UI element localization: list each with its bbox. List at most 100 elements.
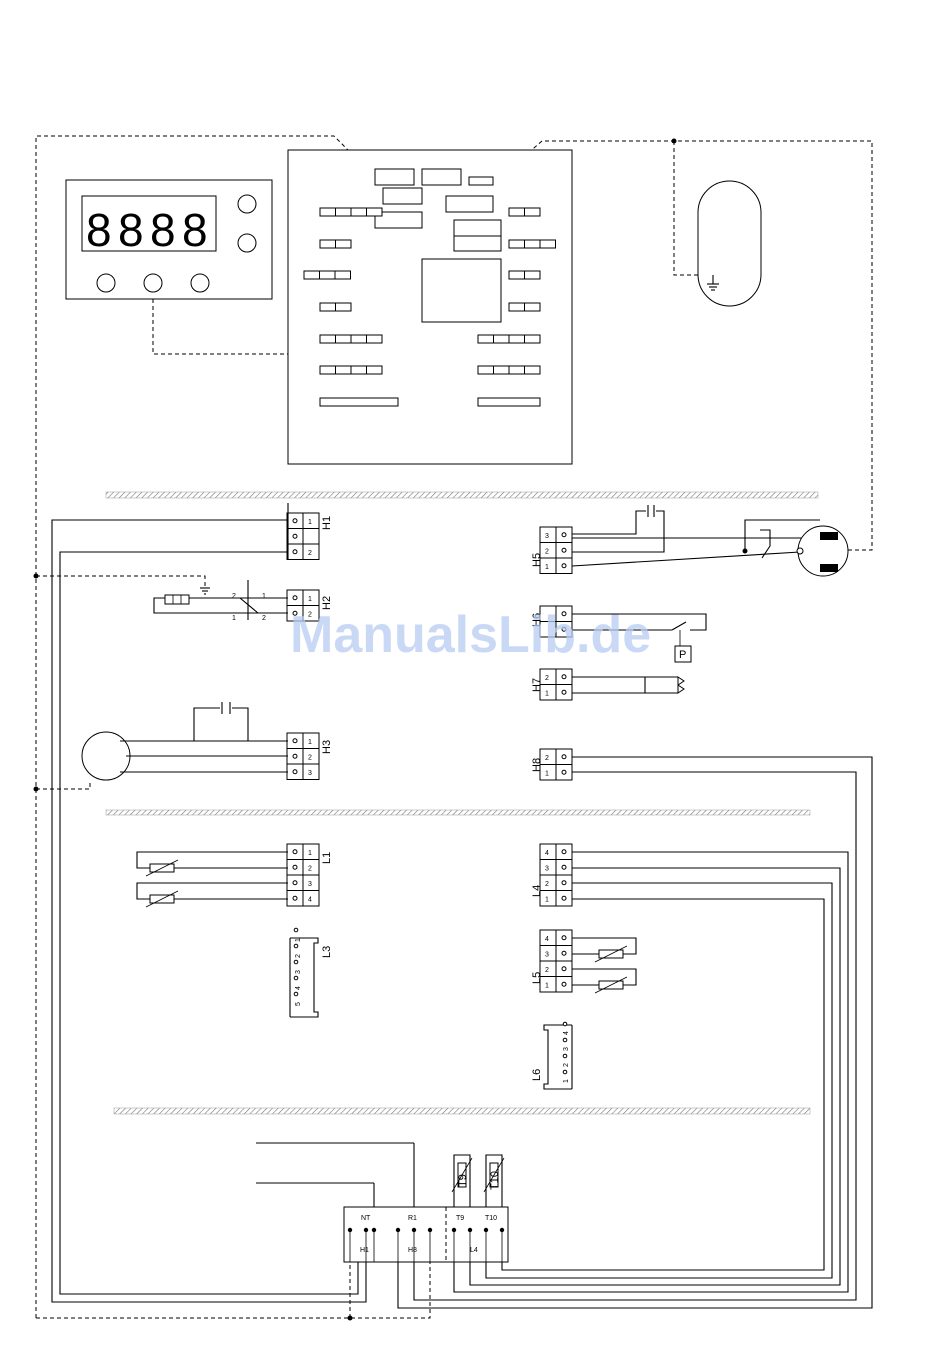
terminal-pin-number: 3 [545, 951, 549, 958]
board-header-cell [351, 366, 367, 374]
board-header-cell [336, 240, 352, 248]
terminal-pin-number: 1 [308, 739, 312, 746]
board-header-cell [335, 271, 351, 279]
terminal-pin-number: 1 [545, 770, 549, 777]
terminal-screw [562, 755, 566, 759]
l6-pin [563, 1070, 567, 1074]
terminal-pin-number: 2 [308, 754, 312, 761]
terminal-pin-number: 2 [308, 550, 312, 557]
l3-pin [294, 944, 298, 948]
h7-wiring [572, 677, 684, 693]
separator-band [114, 1108, 810, 1114]
sensor-t9-label: T9 [457, 1174, 469, 1187]
terminal-pin-number: 4 [545, 850, 549, 857]
board-header-cell [336, 208, 352, 216]
pressure-switch-label: P [679, 649, 686, 661]
separator-band [106, 492, 818, 498]
board-header-cell [320, 208, 336, 216]
terminal-screw [562, 690, 566, 694]
terminal-pin-number: 3 [545, 865, 549, 872]
board-header-cell [336, 366, 352, 374]
connector-l3-label: L3 [321, 946, 333, 958]
connector-l1-label: L1 [321, 852, 333, 864]
board-header-cell [494, 335, 510, 343]
digit-1: 8 [86, 204, 112, 256]
board-header-cell [351, 208, 367, 216]
terminal-pin-number: 4 [308, 896, 312, 903]
board-header-cell [540, 240, 556, 248]
board-header-cell [525, 366, 541, 374]
terminal-screw [562, 967, 566, 971]
terminal-pin-number: 1 [545, 690, 549, 697]
front-button-3 [191, 274, 209, 292]
terminal-pin-number: 2 [545, 881, 549, 888]
terminal-screw [562, 951, 566, 955]
separator-band [106, 810, 810, 815]
l5-sensors [572, 938, 636, 993]
board-header-cell [320, 271, 336, 279]
svg-text:1: 1 [262, 593, 266, 600]
terminal-block: NT R1 T9 T10 H1 H8 L4 [344, 1207, 508, 1262]
board-header-cell [494, 366, 510, 374]
board-header-cell [509, 208, 525, 216]
board-header-cell [367, 366, 383, 374]
l3-pin [294, 992, 298, 996]
terminal-screw [293, 550, 297, 554]
l6-pin-label: 4 [563, 1031, 570, 1035]
l3-pin-label: 2 [295, 954, 302, 958]
board-header-cell [525, 208, 541, 216]
board-header-cell [367, 335, 383, 343]
board-header-cell [336, 303, 352, 311]
board-header-cell [336, 335, 352, 343]
terminal-screw [562, 896, 566, 900]
terminal-screw [562, 770, 566, 774]
terminal-screw [562, 533, 566, 537]
terminal-screw [562, 865, 566, 869]
board-header-cell [509, 303, 525, 311]
terminal-screw [562, 850, 566, 854]
terminal-screw [562, 675, 566, 679]
board-header-cell [525, 335, 541, 343]
side-button-bottom [238, 234, 256, 252]
board-header-cell [509, 335, 525, 343]
svg-text:2: 2 [232, 593, 236, 600]
board-header-cell [367, 208, 383, 216]
l3-pin-label: 5 [295, 1002, 302, 1006]
tb-h1-label: H1 [360, 1247, 369, 1254]
board-header-cell [509, 240, 525, 248]
terminal-screw [562, 936, 566, 940]
front-button-2 [144, 274, 162, 292]
terminal-pin [303, 529, 319, 545]
terminal-pin-number: 3 [545, 533, 549, 540]
terminal-pin-number: 1 [308, 850, 312, 857]
terminal-pin-number: 3 [308, 881, 312, 888]
front-button-1 [97, 274, 115, 292]
l4-wiring [454, 852, 848, 1292]
watermark: ManualsLib.de [290, 606, 651, 664]
tb-l4-label: L4 [470, 1247, 478, 1254]
l6-pin [563, 1022, 567, 1026]
terminal-screw [293, 850, 297, 854]
connector-h1-label: H1 [321, 516, 333, 530]
terminal-screw [293, 770, 297, 774]
l6-pin [563, 1038, 567, 1042]
terminal-screw [293, 881, 297, 885]
terminal-screw [293, 896, 297, 900]
connector-l4-label: L4 [531, 885, 543, 897]
l3-pin [294, 928, 298, 932]
terminal-screw [562, 982, 566, 986]
terminal-screw [562, 881, 566, 885]
terminal-pin-number: 2 [545, 967, 549, 974]
terminal-pin-number: 4 [545, 936, 549, 943]
board-header-cell [320, 366, 336, 374]
terminal-screw [562, 564, 566, 568]
board-header-cell [304, 271, 320, 279]
terminal-screw [293, 739, 297, 743]
l3-pin-label: 1 [295, 938, 302, 942]
connector-h3-label: H3 [321, 740, 333, 754]
l6-pin [563, 1054, 567, 1058]
terminal-pin-number: 1 [308, 519, 312, 526]
board-header-cell [525, 303, 541, 311]
l6-pin-label: 2 [563, 1063, 570, 1067]
terminal-pin-number: 1 [545, 896, 549, 903]
